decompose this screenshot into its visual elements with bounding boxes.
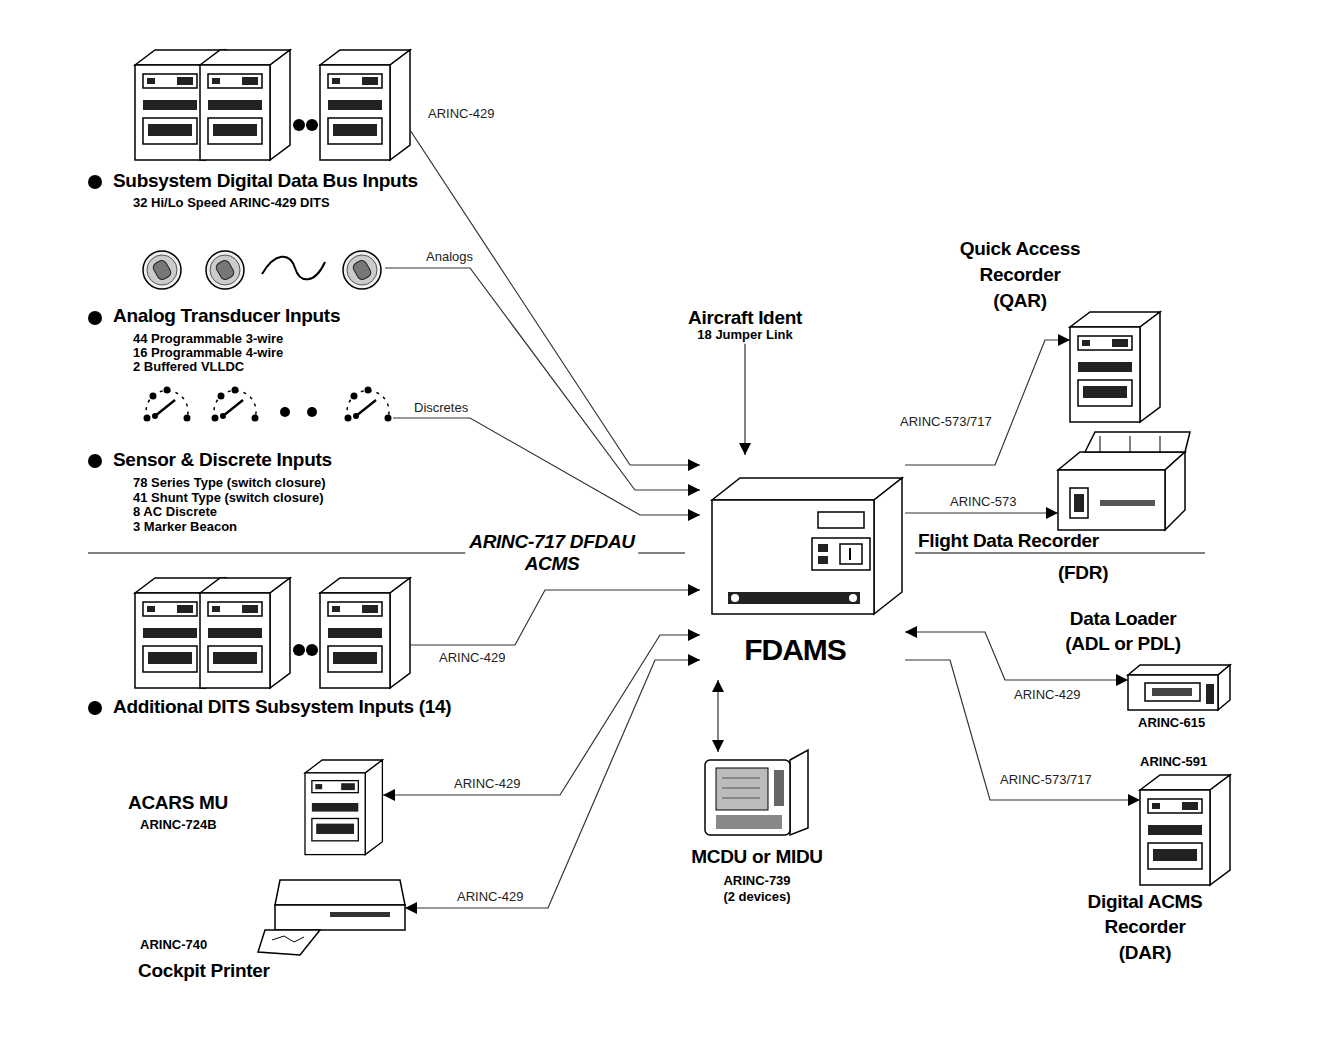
node-detail: 78 Series Type (switch closure) 41 Shunt… xyxy=(133,476,326,534)
node-detail: ARINC-739 (2 devices) xyxy=(723,873,790,905)
connector xyxy=(905,660,1140,800)
node-detail: 18 Jumper Link xyxy=(688,328,802,343)
node-detail: ARINC-615 xyxy=(1138,716,1205,731)
node-title: Subsystem Digital Data Bus Inputs xyxy=(113,170,418,191)
lru-unit: ACARS MUARINC-724B xyxy=(305,760,383,854)
node-detail: 44 Programmable 3-wire 16 Programmable 4… xyxy=(133,332,283,374)
printer-unit xyxy=(258,880,405,955)
node-detail: ARINC-724B xyxy=(140,818,217,833)
transducer-group: Analog Transducer Inputs44 Programmable … xyxy=(140,248,385,292)
node-title: ARINC-740 xyxy=(140,938,207,953)
node-title: MCDU or MIDU xyxy=(691,846,823,867)
lru-group: Subsystem Digital Data Bus Inputs32 Hi/L… xyxy=(135,50,410,160)
bus-label: ARINC-429 xyxy=(1012,687,1082,703)
separator-line xyxy=(88,552,1205,553)
connector xyxy=(905,512,1058,513)
node-title: ARINC-591 xyxy=(1140,755,1207,770)
node-detail: (DAR) xyxy=(1119,942,1171,963)
connector xyxy=(393,418,700,515)
loader-unit: Data Loader (ADL or PDL)ARINC-615 xyxy=(1128,665,1230,710)
node-title: ACARS MU xyxy=(128,792,228,813)
recorder-unit: ARINC-591Digital ACMS Recorder(DAR) xyxy=(1140,775,1232,885)
connector xyxy=(385,268,700,490)
recorder-unit: Quick Access Recorder (QAR) xyxy=(1070,312,1162,422)
connector xyxy=(410,590,700,645)
fdams-unit xyxy=(712,478,902,614)
display-unit: MCDU or MIDUARINC-739 (2 devices) xyxy=(705,752,810,835)
node-title: Quick Access Recorder (QAR) xyxy=(960,236,1080,314)
bus-label: Analogs xyxy=(424,249,475,265)
node-title: FDAMS xyxy=(744,633,846,667)
node-title: Sensor & Discrete Inputs xyxy=(113,449,332,470)
node-detail: Cockpit Printer xyxy=(138,960,270,981)
bus-label: Discretes xyxy=(412,400,470,416)
bullets xyxy=(88,175,102,715)
node-detail: (FDR) xyxy=(1058,562,1108,583)
connector xyxy=(410,130,700,465)
node-detail: Digital ACMS Recorder xyxy=(1088,889,1203,939)
mcdu-unit xyxy=(705,750,808,835)
node-title: Flight Data Recorder xyxy=(918,530,1099,551)
transducer-icons xyxy=(143,251,381,289)
node-detail: 32 Hi/Lo Speed ARINC-429 DITS xyxy=(133,196,330,211)
discrete-icons xyxy=(144,387,392,422)
bus-label: ARINC-429 xyxy=(452,776,522,792)
lru-group: Additional DITS Subsystem Inputs (14) xyxy=(135,578,410,688)
section-label: ARINC-717 DFDAU ACMS xyxy=(465,531,638,575)
node-title: Data Loader (ADL or PDL) xyxy=(1065,606,1180,656)
fdr-unit xyxy=(1058,432,1190,530)
connector xyxy=(744,344,745,455)
bus-label: ARINC-573/717 xyxy=(998,772,1094,788)
node-title: Additional DITS Subsystem Inputs (14) xyxy=(113,696,451,717)
bus-label: ARINC-573 xyxy=(948,494,1018,510)
node-title: Aircraft Ident xyxy=(688,307,802,328)
bus-label: ARINC-429 xyxy=(437,650,507,666)
bus-label: ARINC-573/717 xyxy=(898,414,994,430)
ident-block: Aircraft Ident18 Jumper Link xyxy=(682,306,808,344)
printer-unit: ARINC-740Cockpit Printer xyxy=(258,880,405,956)
fdams-unit: FDAMS xyxy=(700,455,905,680)
bus-label: ARINC-429 xyxy=(426,106,496,122)
bus-label: ARINC-429 xyxy=(455,889,525,905)
node-title: Analog Transducer Inputs xyxy=(113,305,340,326)
recorder-unit: Flight Data Recorder(FDR) xyxy=(1058,445,1208,533)
discrete-group: Sensor & Discrete Inputs78 Series Type (… xyxy=(143,386,393,432)
connector xyxy=(717,680,718,752)
connector xyxy=(905,340,1070,465)
data-loader-unit xyxy=(1128,665,1230,710)
